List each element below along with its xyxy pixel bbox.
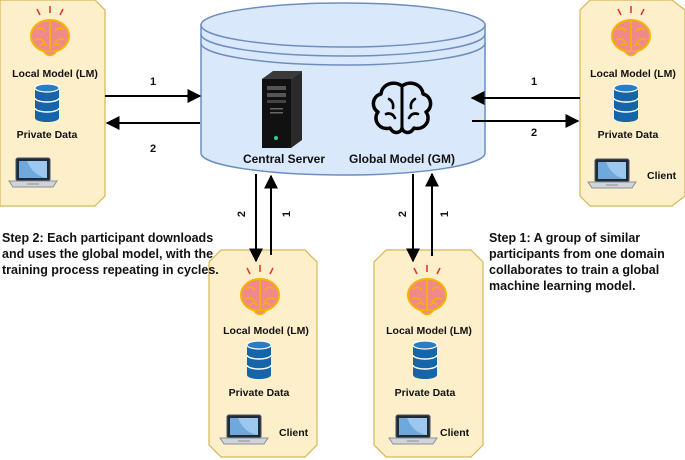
database-icon bbox=[613, 83, 639, 123]
arrow-label-2: 2 bbox=[397, 211, 409, 217]
client-card-top-left: Local Model (LM) Private Data bbox=[0, 0, 106, 207]
client-card-bottom-left: Local Model (LM) Private Data Client bbox=[208, 249, 318, 458]
private-data-label: Private Data bbox=[17, 129, 78, 141]
local-model-label: Local Model (LM) bbox=[590, 68, 676, 80]
local-model-label: Local Model (LM) bbox=[223, 325, 309, 337]
database-icon bbox=[246, 340, 272, 380]
arrow-label-2: 2 bbox=[150, 143, 156, 155]
server-tower-icon bbox=[262, 71, 302, 148]
laptop-icon bbox=[8, 157, 58, 188]
local-model-label: Local Model (LM) bbox=[386, 325, 472, 337]
private-data-label: Private Data bbox=[598, 129, 659, 141]
client-label: Client bbox=[440, 427, 470, 439]
arrows bbox=[105, 89, 580, 263]
private-data-label: Private Data bbox=[229, 387, 290, 399]
central-server-cylinder bbox=[200, 2, 486, 176]
local-model-label: Local Model (LM) bbox=[12, 68, 98, 80]
database-icon bbox=[412, 340, 438, 380]
arrow-label-1: 1 bbox=[439, 211, 451, 217]
step-2-description: Step 2: Each participant downloads and u… bbox=[2, 231, 219, 277]
client-card-bottom-right: Local Model (LM) Private Data Client bbox=[373, 249, 484, 458]
arrow-label-1: 1 bbox=[150, 76, 156, 88]
arrow-label-1: 1 bbox=[281, 211, 293, 217]
laptop-icon bbox=[219, 414, 269, 445]
client-card-top-right: Local Model (LM) Private Data Client bbox=[579, 0, 685, 207]
global-model-label: Global Model (GM) bbox=[349, 152, 455, 166]
global-model-brain-icon bbox=[371, 81, 433, 135]
arrow-label-1: 1 bbox=[531, 76, 537, 88]
laptop-icon bbox=[388, 414, 438, 445]
client-label: Client bbox=[647, 170, 677, 182]
arrow-label-2: 2 bbox=[236, 211, 248, 217]
arrow-label-2: 2 bbox=[531, 127, 537, 139]
laptop-icon bbox=[587, 158, 637, 189]
database-icon bbox=[34, 83, 60, 123]
central-server-label: Central Server bbox=[243, 152, 325, 166]
private-data-label: Private Data bbox=[395, 387, 456, 399]
step-1-description: Step 1: A group of similar participants … bbox=[489, 231, 665, 293]
client-label: Client bbox=[279, 427, 309, 439]
